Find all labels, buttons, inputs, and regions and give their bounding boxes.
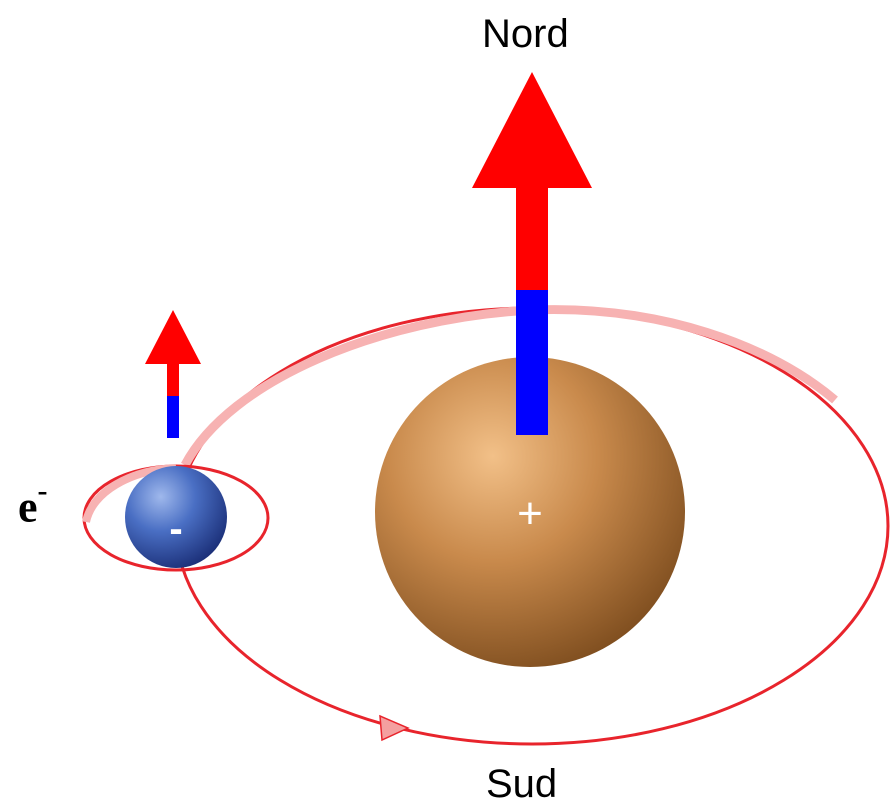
electron-superscript: -	[37, 474, 48, 507]
north-arrow-blue-segment	[516, 290, 548, 435]
south-label: Sud	[486, 762, 558, 803]
electron	[125, 466, 227, 568]
north-label: Nord	[482, 12, 569, 56]
electron-label: e-	[18, 476, 48, 532]
nucleus-charge: +	[517, 489, 543, 538]
spin-arrow-red-shaft	[167, 362, 179, 396]
spin-arrow-blue-segment	[167, 396, 179, 438]
orbit-direction-arrow-icon	[379, 714, 410, 742]
north-arrow-head-icon	[472, 72, 592, 188]
electron-charge: -	[169, 507, 182, 551]
north-arrow-red-shaft	[516, 186, 548, 290]
spin-arrow-head-icon	[145, 310, 201, 364]
electron-symbol: e	[18, 482, 38, 532]
nucleus	[375, 357, 685, 667]
